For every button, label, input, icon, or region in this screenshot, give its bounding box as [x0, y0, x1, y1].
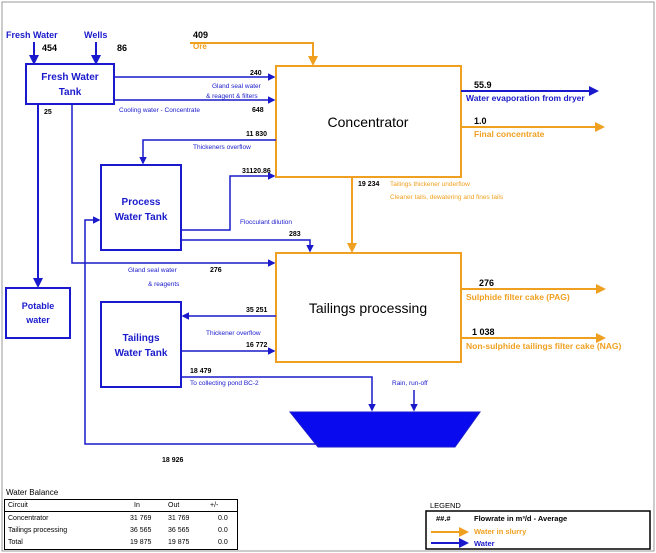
- process-water-tank-box: [100, 164, 182, 251]
- tailings-water-tank-label-1: Tailings: [122, 333, 159, 344]
- concentrator-label: Concentrator: [328, 114, 409, 130]
- tailings-water-tank-label-2: Water Tank: [115, 348, 168, 359]
- fresh-water-tank-label-2: Tank: [59, 87, 82, 98]
- wb-header-circuit: Circuit: [8, 502, 28, 509]
- wb-header-out: Out: [168, 502, 180, 509]
- gland-seal-2-label-2: & reagents: [148, 281, 180, 288]
- evaporation-value: 55.9: [474, 80, 492, 90]
- ore-label: Ore: [193, 42, 207, 51]
- to-pond-value: 18 479: [190, 368, 212, 375]
- wb-row-concentrator-circuit: Concentrator: [8, 515, 49, 522]
- potable-water-label-1: Potable: [22, 301, 55, 311]
- wb-row-total-diff: 0.0: [218, 539, 228, 546]
- thickener-overflow-2-value: 35 251: [246, 307, 268, 314]
- cooling-water-value: 648: [252, 107, 264, 114]
- legend-water-label: Water: [474, 539, 495, 548]
- thickeners-overflow-1-label: Thickeners overflow: [193, 144, 251, 151]
- wb-row-concentrator-in: 31 769: [130, 515, 152, 522]
- wb-row-tailings-diff: 0.0: [218, 527, 228, 534]
- wb-row-tailings-in: 36 565: [130, 527, 152, 534]
- legend-title: LEGEND: [430, 501, 461, 510]
- gland-seal-1-label-1: Gland seal water: [212, 83, 262, 90]
- wells-source-value: 86: [117, 43, 127, 53]
- legend-symbol: ##.#: [436, 514, 451, 523]
- fresh-water-source-label: Fresh Water: [6, 30, 58, 40]
- fresh-water-source-value: 454: [42, 43, 57, 53]
- wb-row-concentrator-diff: 0.0: [218, 515, 228, 522]
- sulphide-cake-value: 276: [479, 278, 494, 288]
- legend-slurry-label: Water in slurry: [474, 527, 527, 536]
- water-balance-table: [4, 499, 238, 550]
- non-sulphide-cake-value: 1 038: [472, 327, 495, 337]
- cooling-water-label: Cooling water - Concentrate: [119, 107, 200, 114]
- tailings-underflow-value: 19 234: [358, 181, 380, 188]
- flocculant-value: 283: [289, 231, 301, 238]
- wb-row-total-out: 19 875: [168, 539, 190, 546]
- collecting-pond: [288, 411, 481, 448]
- wb-row-total-circuit: Total: [8, 539, 23, 546]
- water-balance-title: Water Balance: [6, 488, 59, 497]
- tailings-processing-box: [275, 252, 462, 363]
- tailings-underflow-label-1: Tailings thickener underflow: [390, 181, 470, 188]
- gland-seal-2-flow: [71, 104, 276, 267]
- thickener-overflow-2-label: Thickener overflow: [206, 330, 261, 337]
- flocculant-label: Flocculant dilution: [240, 219, 292, 226]
- wb-row-concentrator-out: 31 769: [168, 515, 190, 522]
- potable-water-box: [5, 287, 71, 339]
- process-water-tank-label-1: Process: [122, 197, 161, 208]
- thickeners-overflow-1-flow: [139, 139, 276, 165]
- non-sulphide-cake-label: Non-sulphide tailings filter cake (NAG): [466, 341, 622, 351]
- final-concentrate-label: Final concentrate: [474, 129, 545, 139]
- thickeners-overflow-1-value: 11 830: [246, 131, 267, 138]
- gland-seal-1-label-2: & reagent & filters: [206, 93, 258, 100]
- to-pond-label: To collecting pond BC-2: [190, 380, 259, 387]
- process-to-concentrator-flow: [181, 172, 276, 231]
- pond-return-flow: [84, 216, 318, 445]
- to-pond-flow: [181, 376, 376, 412]
- process-water-tank-label-2: Water Tank: [115, 212, 168, 223]
- fresh-water-tank-box: [25, 63, 115, 105]
- wells-source-label: Wells: [84, 30, 107, 40]
- tailings-to-processing-value: 16 772: [246, 342, 268, 349]
- gland-seal-2-label-1: Gland seal water: [128, 267, 178, 274]
- gland-seal-1-value: 240: [250, 70, 262, 77]
- process-to-concentrator-value: 31120.86: [242, 168, 271, 175]
- potable-water-label-2: water: [25, 315, 50, 325]
- wb-row-total-in: 19 875: [130, 539, 152, 546]
- gland-seal-2-value: 276: [210, 267, 222, 274]
- ore-flow-arrow: [190, 42, 318, 66]
- wb-row-tailings-circuit: Tailings processing: [8, 527, 68, 534]
- evaporation-label: Water evaporation from dryer: [466, 93, 585, 103]
- final-concentrate-value: 1.0: [474, 116, 487, 126]
- fresh-water-tank-label-1: Fresh Water: [41, 72, 99, 83]
- legend-flowrate: Flowrate in m³/d - Average: [474, 514, 567, 523]
- wb-header-in: In: [134, 502, 140, 509]
- tailings-water-tank-box: [100, 301, 182, 388]
- flocculant-flow: [181, 239, 314, 253]
- rain-label: Rain, run-off: [392, 380, 428, 387]
- potable-value: 25: [44, 109, 52, 116]
- concentrator-box: [275, 65, 462, 178]
- pond-return-value: 18 926: [162, 457, 184, 464]
- water-balance-header-rule: [5, 511, 237, 512]
- tailings-processing-label: Tailings processing: [309, 300, 427, 316]
- ore-value: 409: [193, 30, 208, 40]
- sulphide-cake-label: Sulphide filter cake (PAG): [466, 292, 570, 302]
- wb-row-tailings-out: 36 565: [168, 527, 190, 534]
- wb-header-diff: +/-: [210, 502, 219, 509]
- tailings-underflow-label-2: Cleaner tails, dewatering and fines tail…: [390, 194, 504, 201]
